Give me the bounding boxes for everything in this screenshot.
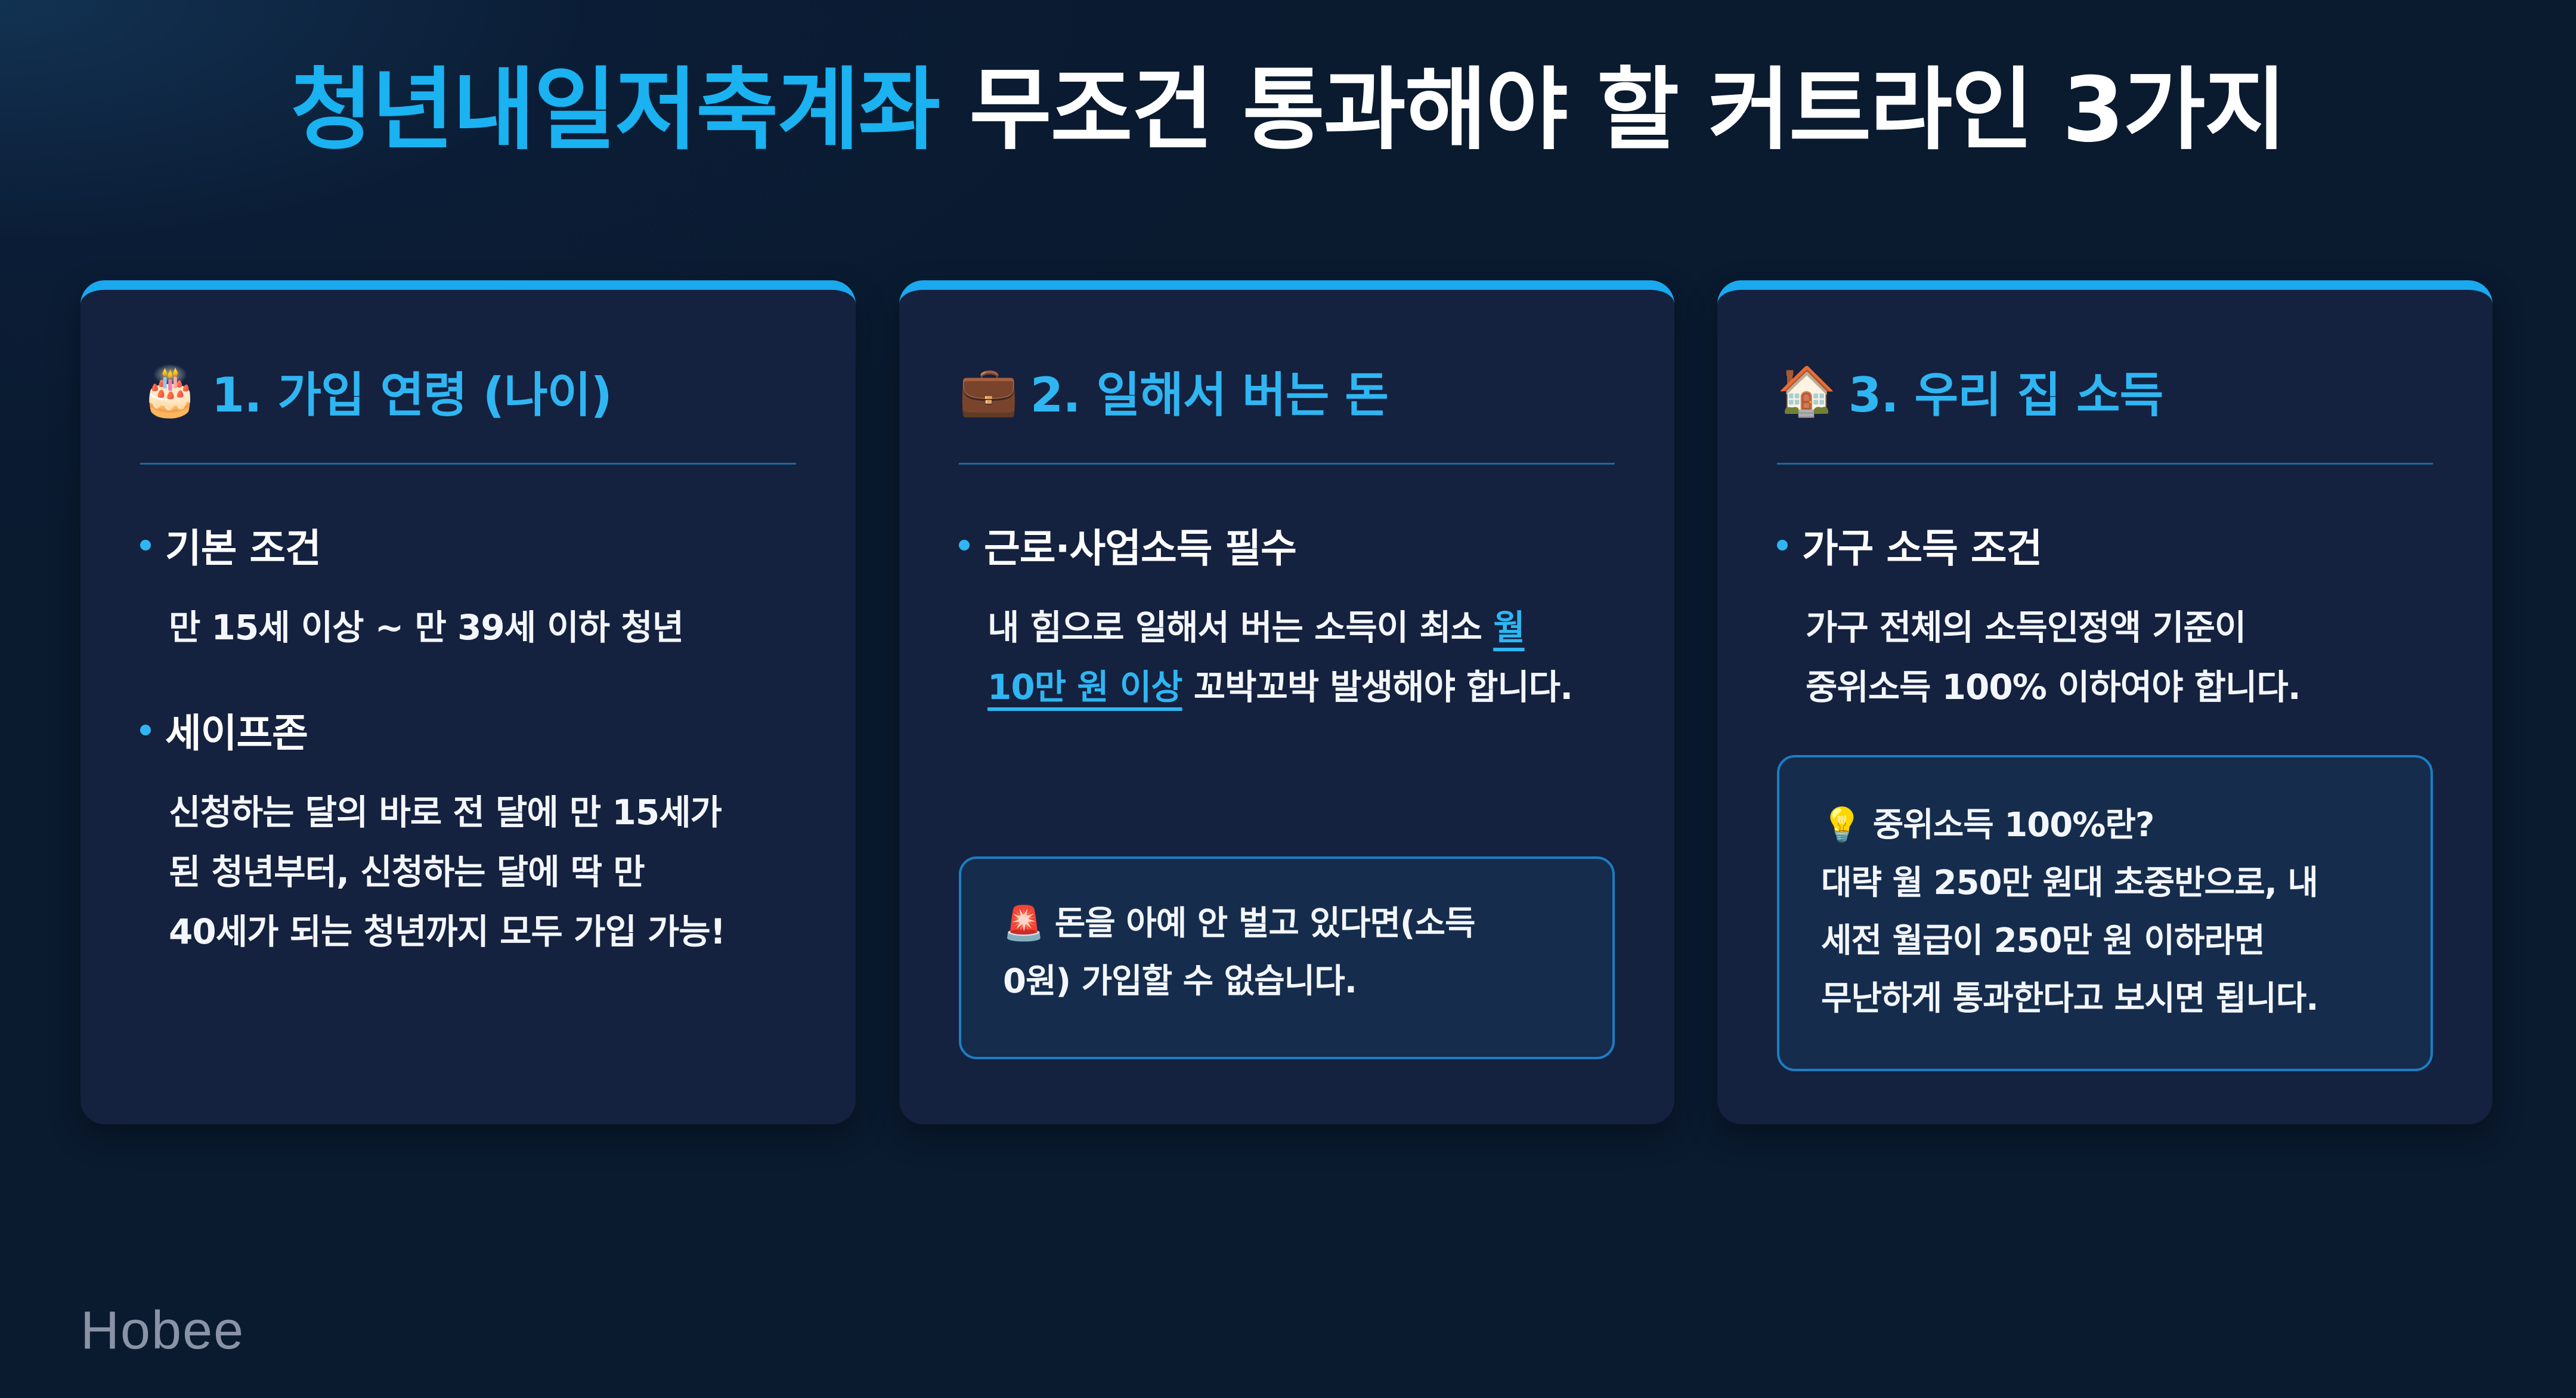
birthday-cake-icon: 🎂	[140, 363, 200, 419]
section-household-condition: 가구 소득 조건 가구 전체의 소득인정액 기준이 중위소득 100% 이하여야…	[1777, 516, 2439, 717]
body-line: 된 청년부터, 신청하는 달에 딱 만	[169, 852, 645, 892]
card-title: 3. 우리 집 소득	[1848, 367, 2164, 423]
section-heading: 기본 조건	[165, 525, 321, 571]
body-text: 꼬박꼬박 발생해야 합니다.	[1182, 667, 1573, 707]
callout-line: 대략 월 250만 원대 초중반으로, 내	[1821, 864, 2318, 902]
section-body: 가구 전체의 소득인정액 기준이 중위소득 100% 이하여야 합니다.	[1806, 598, 2439, 717]
card-age: 🎂 1. 가입 연령 (나이) 기본 조건 만 15세 이상 ~ 만 39세 이…	[80, 280, 856, 1124]
card-household-income: 🏠 3. 우리 집 소득 가구 소득 조건 가구 전체의 소득인정액 기준이 중…	[1717, 280, 2493, 1124]
section-income-required: 근로·사업소득 필수 내 힘으로 일해서 버는 소득이 최소 월 10만 원 이…	[959, 516, 1621, 717]
warning-callout: 🚨돈을 아예 안 벌고 있다면(소득 0원) 가입할 수 없습니다.	[959, 856, 1615, 1059]
siren-icon: 🚨	[1003, 904, 1045, 943]
bullet-dot	[1777, 540, 1788, 550]
card-header: 🎂 1. 가입 연령 (나이)	[140, 361, 612, 423]
section-heading: 근로·사업소득 필수	[984, 525, 1297, 571]
divider	[959, 463, 1615, 465]
section-body: 만 15세 이상 ~ 만 39세 이하 청년	[169, 607, 684, 648]
body-text: 내 힘으로 일해서 버는 소득이 최소	[987, 607, 1494, 648]
briefcase-icon: 💼	[959, 363, 1018, 419]
divider	[140, 463, 796, 465]
section-body: 신청하는 달의 바로 전 달에 만 15세가 된 청년부터, 신청하는 달에 딱…	[169, 782, 802, 961]
house-icon: 🏠	[1777, 363, 1837, 419]
section-heading: 세이프존	[165, 710, 308, 756]
body-line: 중위소득 100% 이하여야 합니다.	[1806, 667, 2301, 707]
callout-line: 세전 월급이 250만 원 이하라면	[1821, 921, 2265, 960]
page-title: 청년내일저축계좌 무조건 통과해야 할 커트라인 3가지	[0, 57, 2576, 164]
brand-logo: Hobee	[80, 1301, 245, 1360]
section-heading: 가구 소득 조건	[1802, 525, 2042, 571]
body-line: 10만 원 이상 꼬박꼬박 발생해야 합니다.	[987, 657, 1621, 717]
body-line: 40세가 되는 청년까지 모두 가입 가능!	[169, 911, 726, 952]
section-body: 내 힘으로 일해서 버는 소득이 최소 월 10만 원 이상 꼬박꼬박 발생해야…	[987, 598, 1621, 717]
card-title: 1. 가입 연령 (나이)	[211, 367, 612, 423]
card-header: 💼 2. 일해서 버는 돈	[959, 361, 1389, 423]
callout-line: 0원) 가입할 수 없습니다.	[1003, 962, 1357, 1001]
callout-line: 무난하게 통과한다고 보시면 됩니다.	[1821, 979, 2319, 1018]
section-basic-condition: 기본 조건 만 15세 이상 ~ 만 39세 이하 청년	[140, 516, 802, 657]
card-header: 🏠 3. 우리 집 소득	[1777, 361, 2163, 423]
callout-line: 💡중위소득 100%란?	[1821, 796, 2389, 854]
highlight-text: 월	[1493, 607, 1525, 648]
callout-line: 🚨돈을 아예 안 벌고 있다면(소득	[1003, 895, 1571, 952]
body-line: 가구 전체의 소득인정액 기준이	[1806, 607, 2246, 648]
title-rest: 무조건 통과해야 할 커트라인 3가지	[939, 58, 2286, 162]
body-line: 내 힘으로 일해서 버는 소득이 최소 월	[987, 598, 1621, 657]
callout-text: 돈을 아예 안 벌고 있다면(소득	[1054, 904, 1476, 943]
info-callout: 💡중위소득 100%란? 대략 월 250만 원대 초중반으로, 내 세전 월급…	[1777, 755, 2433, 1071]
divider	[1777, 463, 2433, 465]
section-safe-zone: 세이프존 신청하는 달의 바로 전 달에 만 15세가 된 청년부터, 신청하는…	[140, 701, 802, 961]
callout-text: 중위소득 100%란?	[1872, 806, 2155, 845]
highlight-text: 10만 원 이상	[987, 667, 1183, 707]
card-title: 2. 일해서 버는 돈	[1030, 367, 1389, 423]
title-accent: 청년내일저축계좌	[290, 58, 940, 162]
bullet-dot	[140, 540, 151, 550]
body-line: 신청하는 달의 바로 전 달에 만 15세가	[169, 792, 722, 833]
bullet-dot	[959, 540, 970, 550]
bullet-dot	[140, 725, 151, 735]
card-income: 💼 2. 일해서 버는 돈 근로·사업소득 필수 내 힘으로 일해서 버는 소득…	[899, 280, 1674, 1124]
lightbulb-icon: 💡	[1821, 806, 1863, 845]
